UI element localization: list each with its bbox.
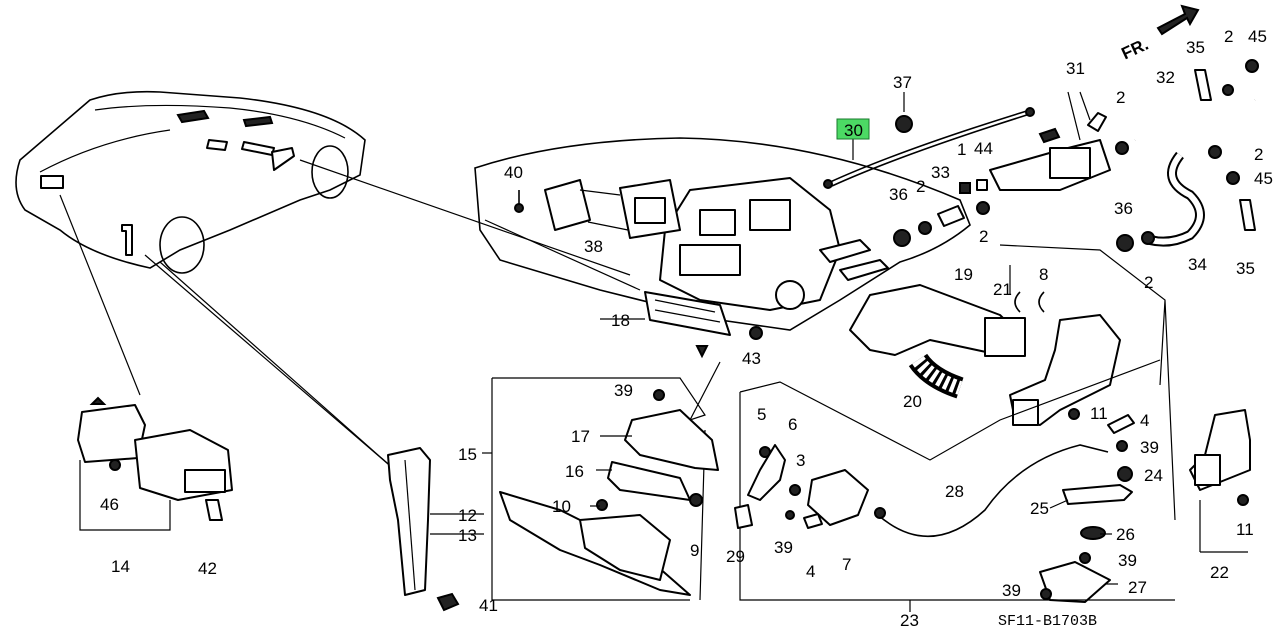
callout-35-b[interactable]: 35 bbox=[1236, 259, 1255, 278]
hoses bbox=[1115, 59, 1259, 252]
frame-23 bbox=[739, 359, 1175, 601]
car-outline bbox=[15, 90, 366, 274]
part-18-vent bbox=[644, 291, 763, 359]
glovebox-parts bbox=[499, 389, 719, 596]
callout-40[interactable]: 40 bbox=[504, 163, 523, 182]
part-8-clip bbox=[1038, 291, 1045, 313]
callout-45-top[interactable]: 45 bbox=[1248, 27, 1267, 46]
callout-16[interactable]: 16 bbox=[565, 462, 584, 481]
callout-4-center[interactable]: 4 bbox=[806, 562, 815, 581]
callout-27[interactable]: 27 bbox=[1128, 578, 1147, 597]
callout-12[interactable]: 12 bbox=[458, 506, 477, 525]
callout-39-d[interactable]: 39 bbox=[774, 538, 793, 557]
callout-15[interactable]: 15 bbox=[458, 445, 477, 464]
callout-19[interactable]: 19 bbox=[954, 265, 973, 284]
callout-44[interactable]: 44 bbox=[974, 139, 993, 158]
direction-label: FR. bbox=[1118, 35, 1151, 64]
callout-2-d[interactable]: 2 bbox=[1144, 273, 1153, 292]
callout-22[interactable]: 22 bbox=[1210, 563, 1229, 582]
left-vent-parts bbox=[77, 396, 233, 521]
part-30-cable bbox=[823, 107, 1035, 189]
callout-21[interactable]: 21 bbox=[993, 280, 1012, 299]
diagram-code: SF11-B1703B bbox=[998, 613, 1097, 630]
part-21-clip bbox=[1014, 291, 1021, 313]
callout-8[interactable]: 8 bbox=[1039, 265, 1048, 284]
part-22-vent bbox=[1189, 409, 1251, 506]
callout-32[interactable]: 32 bbox=[1156, 68, 1175, 87]
callout-46[interactable]: 46 bbox=[100, 495, 119, 514]
callout-6[interactable]: 6 bbox=[788, 415, 797, 434]
callout-2-top[interactable]: 2 bbox=[1224, 27, 1233, 46]
part-31-assembly bbox=[989, 112, 1111, 191]
callout-11-b[interactable]: 11 bbox=[1236, 520, 1254, 539]
callout-4-right[interactable]: 4 bbox=[1140, 411, 1149, 430]
callout-39-e[interactable]: 39 bbox=[614, 381, 633, 400]
callout-29[interactable]: 29 bbox=[726, 547, 745, 566]
callout-1[interactable]: 1 bbox=[957, 140, 966, 159]
part-20-hose bbox=[908, 353, 964, 399]
callout-42[interactable]: 42 bbox=[198, 559, 217, 578]
center-lower-parts bbox=[734, 444, 869, 529]
callout-34[interactable]: 34 bbox=[1188, 255, 1207, 274]
callout-7[interactable]: 7 bbox=[842, 555, 851, 574]
callout-13[interactable]: 13 bbox=[458, 526, 477, 545]
heater-unit bbox=[659, 177, 889, 311]
callout-39-b[interactable]: 39 bbox=[1118, 551, 1137, 570]
callout-39-c[interactable]: 39 bbox=[1002, 581, 1021, 600]
callout-43[interactable]: 43 bbox=[742, 349, 761, 368]
callout-33[interactable]: 33 bbox=[931, 163, 950, 182]
side-vent-duct bbox=[1009, 314, 1121, 426]
callout-36-right[interactable]: 36 bbox=[1114, 199, 1133, 218]
callout-38[interactable]: 38 bbox=[584, 237, 603, 256]
callout-41[interactable]: 41 bbox=[479, 596, 498, 615]
callout-2-e[interactable]: 2 bbox=[916, 177, 925, 196]
callout-2-c[interactable]: 2 bbox=[1254, 145, 1263, 164]
part-19-duct bbox=[849, 284, 1026, 357]
callout-25[interactable]: 25 bbox=[1030, 499, 1049, 518]
part-37-grommet bbox=[895, 115, 913, 133]
highlight-box bbox=[836, 118, 870, 140]
callout-31[interactable]: 31 bbox=[1066, 59, 1085, 78]
callout-39-right[interactable]: 39 bbox=[1140, 438, 1159, 457]
part-12-duct bbox=[387, 447, 431, 596]
callout-35-top[interactable]: 35 bbox=[1186, 38, 1205, 57]
callout-20[interactable]: 20 bbox=[903, 392, 922, 411]
callout-9[interactable]: 9 bbox=[690, 541, 699, 560]
callout-24[interactable]: 24 bbox=[1144, 466, 1163, 485]
callout-18[interactable]: 18 bbox=[611, 311, 630, 330]
clip-group-center bbox=[918, 179, 990, 235]
callout-45-b[interactable]: 45 bbox=[1254, 169, 1273, 188]
callout-5[interactable]: 5 bbox=[757, 405, 766, 424]
callout-2-f[interactable]: 2 bbox=[979, 227, 988, 246]
frame-14 bbox=[79, 460, 171, 531]
part-40-screw bbox=[514, 190, 524, 213]
leader-lines bbox=[430, 91, 1248, 585]
callout-28[interactable]: 28 bbox=[945, 482, 964, 501]
callout-10[interactable]: 10 bbox=[552, 497, 571, 516]
callout-23[interactable]: 23 bbox=[900, 611, 919, 630]
part-41-clip bbox=[436, 592, 460, 612]
callout-37[interactable]: 37 bbox=[893, 73, 912, 92]
part-38-duct bbox=[544, 179, 681, 239]
callout-17[interactable]: 17 bbox=[571, 427, 590, 446]
callout-3[interactable]: 3 bbox=[796, 451, 805, 470]
callout-14[interactable]: 14 bbox=[111, 557, 130, 576]
right-frame-lines bbox=[999, 244, 1176, 521]
callouts: 30 37 31 32 35 2 45 2 2 45 36 34 35 2 1 … bbox=[100, 27, 1273, 630]
right-lower-parts bbox=[1039, 408, 1135, 603]
dashboard-outline bbox=[474, 137, 971, 331]
callout-30[interactable]: 30 bbox=[844, 121, 863, 140]
part-28-cable bbox=[877, 444, 1109, 538]
callout-2-b[interactable]: 2 bbox=[1116, 88, 1125, 107]
callout-26[interactable]: 26 bbox=[1116, 525, 1135, 544]
part-36-grommet bbox=[893, 229, 911, 247]
callout-36-left[interactable]: 36 bbox=[889, 185, 908, 204]
callout-11-a[interactable]: 11 bbox=[1090, 404, 1108, 423]
